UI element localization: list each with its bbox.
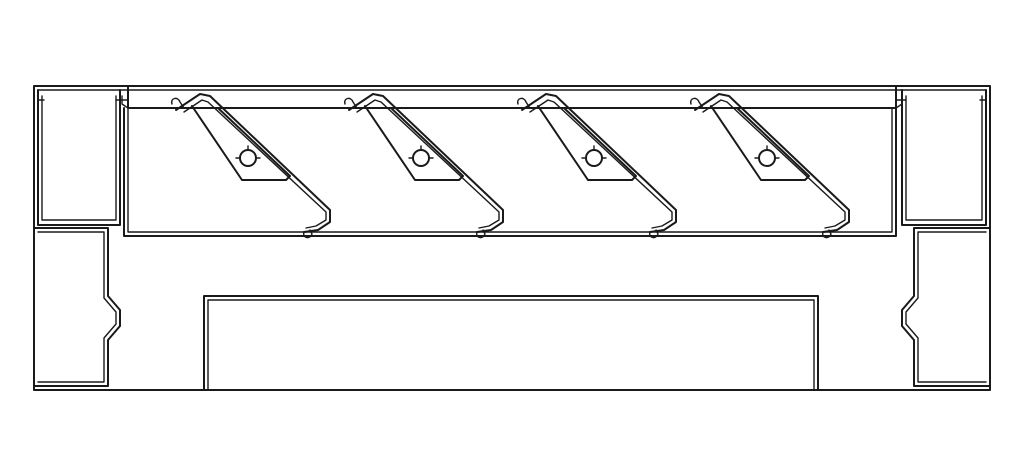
blade-inner-edge xyxy=(702,99,846,229)
sill-tray xyxy=(203,295,819,391)
louver-blade xyxy=(689,93,850,239)
blade-inner-edge xyxy=(183,99,327,229)
blade-bottom-hook xyxy=(475,229,486,239)
blade-pivot-housing xyxy=(191,105,291,181)
right-upper-jamb xyxy=(895,89,987,226)
blade-top-hook xyxy=(343,97,358,109)
blade-pivot-marks xyxy=(408,145,434,159)
louver-blade xyxy=(516,93,677,239)
blade-pivot-housing xyxy=(710,105,810,181)
outer-frame xyxy=(33,85,991,391)
blade-outer-edge xyxy=(175,93,331,233)
head-rail xyxy=(121,85,903,109)
blade-pivot-marks xyxy=(754,145,780,159)
blade-inner-edge xyxy=(356,99,500,229)
blade-pivot-pin xyxy=(412,149,430,167)
louver-blade xyxy=(343,93,504,239)
blade-bottom-hook xyxy=(648,229,659,239)
louver-window xyxy=(123,107,897,237)
blade-top-hook xyxy=(170,97,185,109)
blade-pivot-marks xyxy=(235,145,261,159)
blade-outer-edge xyxy=(348,93,504,233)
blade-bottom-hook xyxy=(821,229,832,239)
blade-outer-edge xyxy=(521,93,677,233)
right-lower-jamb xyxy=(901,227,991,387)
blade-top-hook xyxy=(689,97,704,109)
louver-blade xyxy=(170,93,331,239)
blade-inner-edge xyxy=(529,99,673,229)
blade-pivot-housing xyxy=(537,105,637,181)
blade-top-hook xyxy=(516,97,531,109)
blade-pivot-housing xyxy=(364,105,464,181)
blade-pivot-pin xyxy=(239,149,257,167)
blade-bottom-hook xyxy=(302,229,313,239)
blade-pivot-pin xyxy=(758,149,776,167)
blade-pivot-marks xyxy=(581,145,607,159)
left-upper-jamb xyxy=(37,89,129,226)
left-lower-jamb xyxy=(33,227,121,387)
blade-pivot-pin xyxy=(585,149,603,167)
blade-outer-edge xyxy=(694,93,850,233)
louver-blades xyxy=(170,93,850,239)
